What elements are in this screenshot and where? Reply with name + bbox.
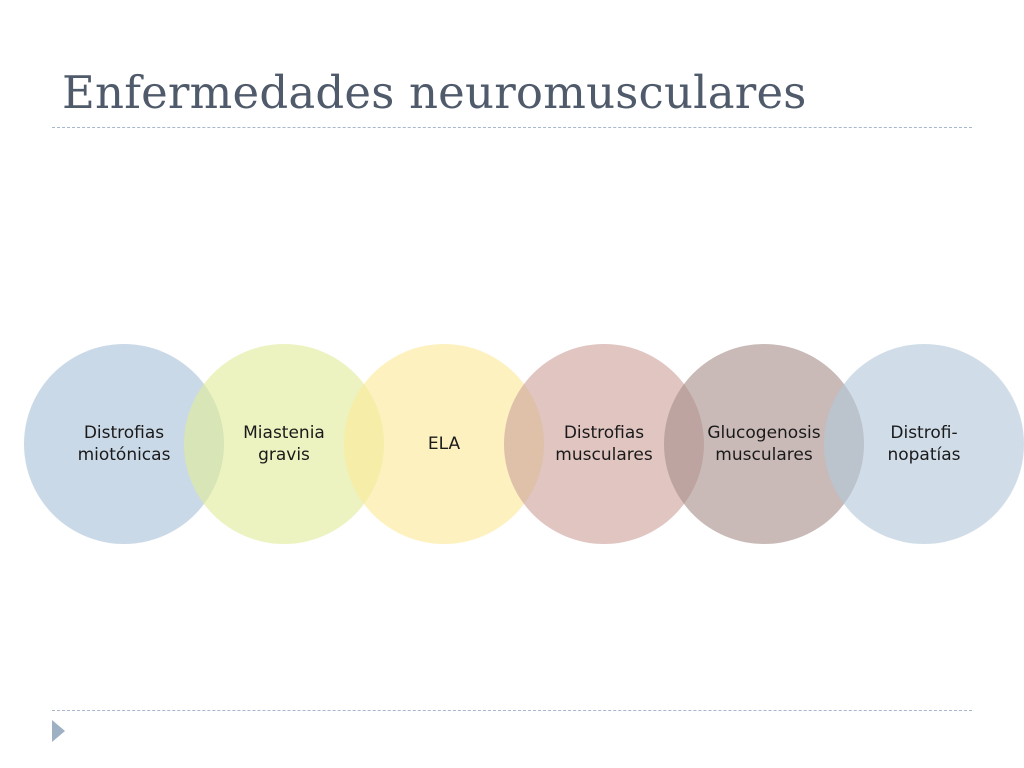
diagram-node-label: Distrofias bbox=[564, 423, 644, 443]
page-title: Enfermedades neuromusculares bbox=[62, 66, 807, 119]
diagram-node-label: Miastenia bbox=[243, 423, 325, 443]
diagram-node-label: nopatías bbox=[887, 445, 960, 465]
diagram-circle bbox=[504, 344, 704, 544]
diagram-node-label: musculares bbox=[715, 445, 813, 465]
diagram-circle bbox=[344, 344, 544, 544]
diagram-node-label: ELA bbox=[428, 434, 461, 454]
title-divider bbox=[52, 127, 972, 128]
diagram-node-label: musculares bbox=[555, 445, 653, 465]
diagram-circle bbox=[184, 344, 384, 544]
diagram-node-label: miotónicas bbox=[78, 445, 171, 465]
diagram-node-6: Distrofi-nopatías bbox=[824, 344, 1024, 544]
diagram-circle bbox=[24, 344, 224, 544]
footer-divider bbox=[52, 710, 972, 711]
diagram-node-3: ELA bbox=[344, 344, 544, 544]
diagram-circle bbox=[824, 344, 1024, 544]
diagram-circle bbox=[664, 344, 864, 544]
diagram-node-label: Distrofi- bbox=[890, 423, 957, 443]
diagram-node-label: Glucogenosis bbox=[707, 423, 820, 443]
diagram-node-label: Distrofias bbox=[84, 423, 164, 443]
diagram-node-label: gravis bbox=[258, 445, 310, 465]
triangle-right-icon bbox=[52, 720, 65, 742]
